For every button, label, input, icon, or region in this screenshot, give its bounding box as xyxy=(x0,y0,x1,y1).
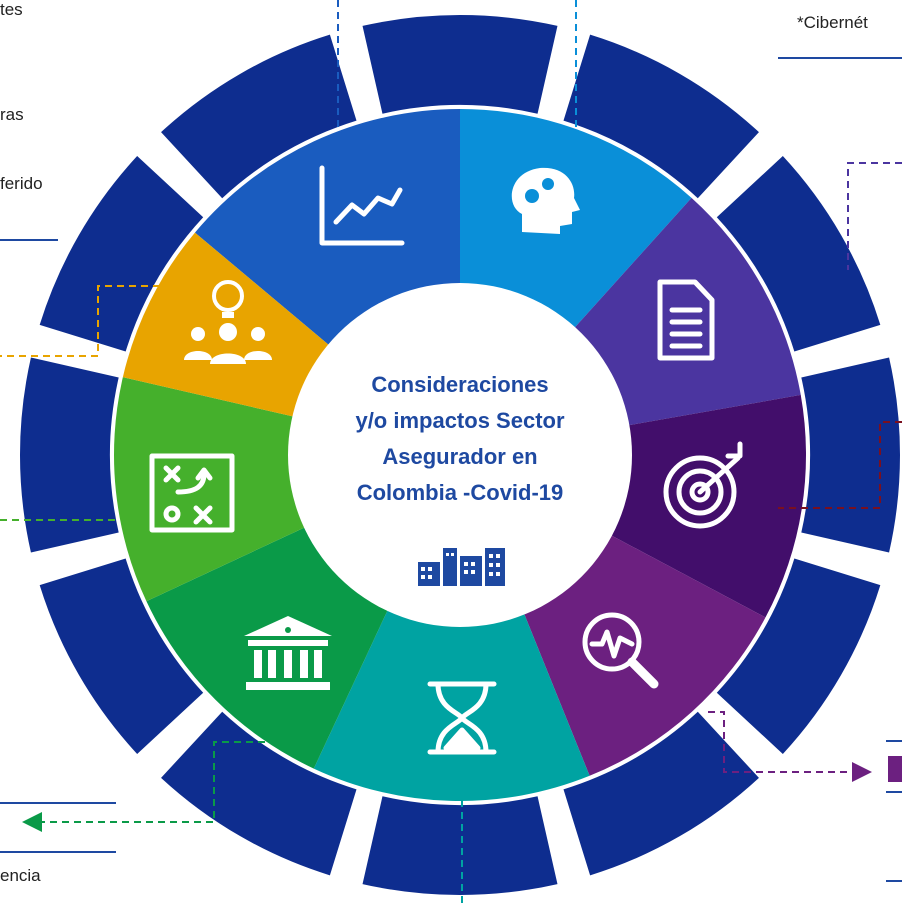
text-fragment-top-right: *Cibernét xyxy=(797,13,868,32)
segment-innovation-head xyxy=(460,109,692,329)
document-icon xyxy=(657,279,715,361)
segment-time xyxy=(313,609,590,801)
connector-orange xyxy=(0,285,160,357)
connector-green-bottom xyxy=(22,741,265,832)
outer-ring-tile xyxy=(716,558,881,754)
segment-institution xyxy=(146,526,389,769)
target-icon xyxy=(663,441,743,529)
outer-ring xyxy=(19,14,901,895)
outer-ring-tile xyxy=(39,156,204,352)
center-line-2: y/o impactos Sector xyxy=(355,408,565,433)
segment-strategy xyxy=(113,377,306,602)
outer-ring-tile xyxy=(362,796,558,895)
segment-analysis xyxy=(523,534,766,776)
tag-bottom-right xyxy=(888,756,902,782)
center-circle xyxy=(288,283,632,627)
center-line-4: Colombia -Covid-19 xyxy=(357,480,564,505)
text-fragment-top-left: tes xyxy=(0,0,23,19)
hourglass-icon xyxy=(427,681,497,755)
text-fragment-bottom-left: encia xyxy=(0,866,41,885)
connector-purple xyxy=(847,162,902,270)
text-fragment-left-2: ferido xyxy=(0,174,43,193)
team-idea-icon xyxy=(184,280,272,364)
line-chart-icon xyxy=(319,165,405,246)
head-gears-icon xyxy=(511,167,580,234)
outer-ring-tile xyxy=(801,357,901,553)
buildings-icon xyxy=(418,548,505,586)
text-fragment-left-1: ras xyxy=(0,105,24,124)
outer-ring-tile xyxy=(19,357,119,553)
outer-ring-tile xyxy=(563,34,759,199)
connector-violet-bottom xyxy=(708,711,872,782)
outer-ring-tile xyxy=(161,711,357,876)
strategy-board-icon xyxy=(149,453,235,533)
outer-ring-tile xyxy=(716,156,881,352)
center-line-3: Asegurador en xyxy=(382,444,537,469)
outer-ring-tile xyxy=(362,14,558,114)
outer-ring-tile xyxy=(161,34,357,199)
bank-building-icon xyxy=(244,616,332,690)
outer-ring-tile xyxy=(39,558,204,754)
segment-growth-chart xyxy=(194,109,461,346)
magnifier-pulse-icon xyxy=(582,612,659,689)
segment-target xyxy=(610,394,806,618)
outer-ring-tile xyxy=(563,711,759,876)
center-line-1: Consideraciones xyxy=(371,372,548,397)
connector-darkred xyxy=(778,421,902,509)
